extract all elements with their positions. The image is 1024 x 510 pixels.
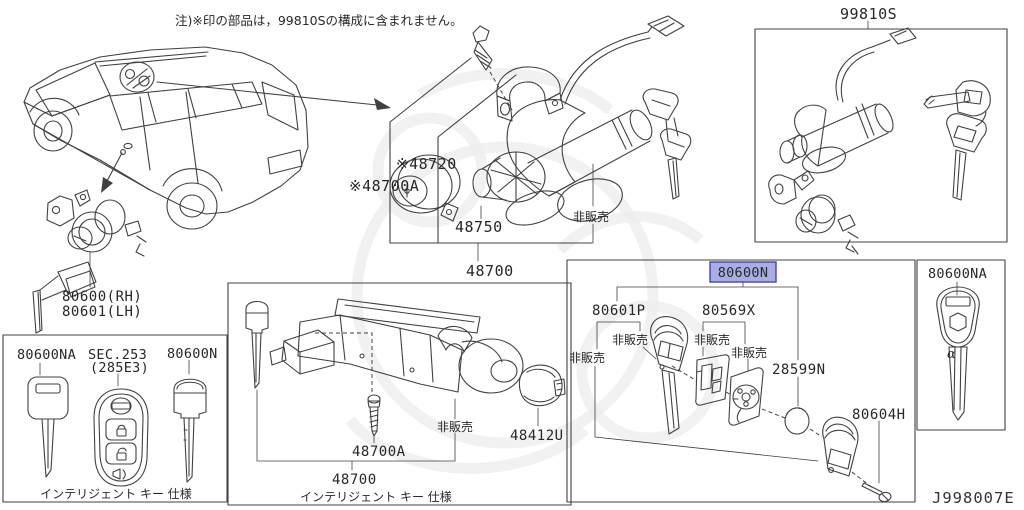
- part-label-99810s[interactable]: 99810S: [840, 5, 897, 23]
- part-label-80600-rh[interactable]: 80600(RH): [62, 289, 142, 305]
- part-label-80569x[interactable]: 80569X: [702, 303, 756, 319]
- selected-part-label[interactable]: 80600N: [709, 261, 777, 283]
- screw-drawing: [861, 482, 892, 503]
- part-label-80600n-left[interactable]: 80600N: [167, 346, 218, 362]
- smart-key-fob-drawing: [93, 388, 149, 487]
- key-components-box: 80600N 80601P 80569X 非販売 非販売 非販売 非販売 285…: [566, 259, 916, 503]
- part-label-80601p[interactable]: 80601P: [592, 303, 646, 319]
- not-for-sale-2: 非販売: [612, 332, 648, 347]
- intelligent-key-box: 80600NA SEC.253 (285E3) 80600N: [2, 334, 228, 503]
- transponder-key-drawing: [27, 376, 69, 478]
- ignition-switch-drawing: [389, 15, 692, 226]
- part-label-80601-lh[interactable]: 80601(LH): [62, 304, 142, 320]
- part-label-48700a-bottom[interactable]: 48700A: [352, 444, 406, 460]
- master-key-box: 80600NA α: [916, 259, 1006, 431]
- steering-lock-box: 48700A 非販売 48412U 48700 インテリジェント キー 仕様: [227, 282, 572, 506]
- battery-28599n-drawing: [784, 407, 810, 435]
- caption-intelligent-key-middle: インテリジェント キー 仕様: [300, 490, 452, 504]
- door-lock-cylinder-drawing: 80600(RH) 80601(LH): [32, 189, 147, 334]
- arrow-to-ignition: [374, 98, 391, 110]
- not-for-sale-1: 非販売: [569, 350, 605, 365]
- not-for-sale-3: 非販売: [694, 332, 730, 347]
- part-label-80600n-selected: 80600N: [718, 265, 769, 281]
- part-label-80600na-right[interactable]: 80600NA: [928, 266, 987, 282]
- part-label-48412u[interactable]: 48412U: [510, 428, 564, 444]
- steering-lock-key-drawing: [245, 300, 269, 389]
- not-for-sale-label-steering: 非販売: [437, 419, 473, 434]
- part-label-48700-bottom[interactable]: 48700: [332, 472, 377, 488]
- part-label-28599n[interactable]: 28599N: [772, 362, 826, 378]
- shear-bolt-drawing: [472, 25, 493, 71]
- caption-intelligent-key-left: インテリジェント キー 仕様: [40, 487, 192, 501]
- ignition-switch-section: ※48720 ※48700A 48750 非販売 48700: [349, 15, 692, 280]
- steering-lock-assembly-drawing: [269, 298, 524, 394]
- arrow-to-door-lock: [101, 177, 113, 193]
- part-label-80600na-left[interactable]: 80600NA: [17, 347, 76, 363]
- background-watermark: [345, 68, 720, 474]
- cap-48412u-drawing: [518, 364, 566, 407]
- part-label-48700-top[interactable]: 48700: [466, 262, 514, 280]
- header-note: 注)※印の部品は，99810Sの構成に含まれません。: [175, 13, 463, 28]
- kit-contents-drawing: [768, 27, 991, 255]
- key-shell-back-drawing: [822, 416, 859, 477]
- key-marking-alpha: α: [947, 347, 956, 362]
- clamp-bracket-drawing: [496, 66, 564, 122]
- not-for-sale-label-ignition: 非販売: [573, 209, 609, 224]
- part-label-48720[interactable]: ※48720: [396, 155, 457, 173]
- blank-key-80600n-drawing: [173, 378, 207, 483]
- master-key-drawing: [936, 286, 980, 421]
- part-label-48750[interactable]: 48750: [455, 218, 503, 236]
- part-label-80604h[interactable]: 80604H: [852, 407, 906, 423]
- not-for-sale-4: 非販売: [731, 345, 767, 360]
- kit-box-99810s: 99810S: [754, 5, 1008, 255]
- part-label-48700a-top[interactable]: ※48700A: [349, 177, 419, 195]
- transmitter-80569x-drawing: [695, 354, 730, 406]
- sec-ref-label2: (285E3): [90, 360, 149, 376]
- key-shell-front-drawing: [650, 316, 689, 435]
- car-illustration: [23, 46, 309, 230]
- bolt-48700a-drawing: [367, 394, 381, 437]
- lock-plate-drawing: [728, 367, 764, 426]
- sec-ref-label[interactable]: SEC.253: [88, 347, 147, 363]
- diagram-code: J998007E: [932, 489, 1015, 507]
- location-callout: [101, 61, 391, 193]
